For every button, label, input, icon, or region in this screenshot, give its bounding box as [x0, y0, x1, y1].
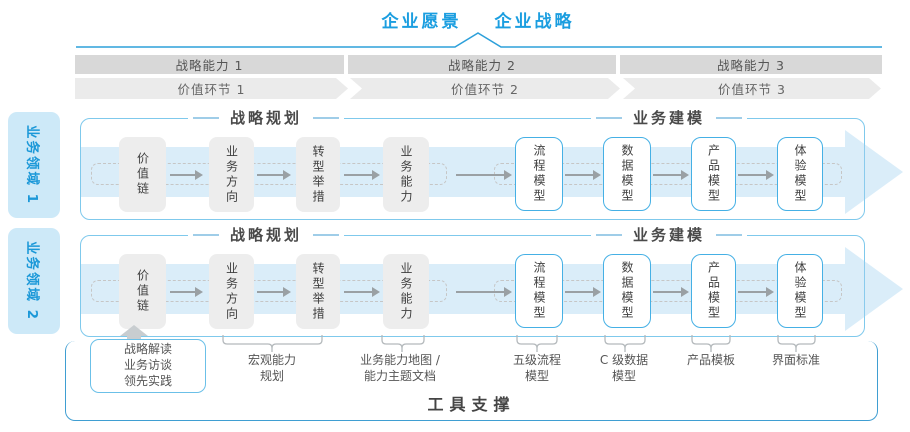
page-title: 企业愿景 企业战略 — [0, 7, 910, 32]
arrow-right-icon — [653, 287, 689, 297]
arrow-right-icon — [170, 170, 203, 180]
business-domain-2: 业务领域 2 — [8, 228, 60, 334]
domain-1-lane: 战略规划 业务建模 价值链 业务方向 转型举措 业务能力 流程模型 数据模型 产… — [80, 108, 903, 220]
title-tick-left — [595, 117, 622, 119]
box-product-model: 产品模型 — [691, 137, 736, 211]
tool-support-container: 工具支撑 — [65, 341, 878, 421]
title-tick-left — [192, 117, 219, 119]
box-value-chain: 价值链 — [119, 137, 166, 212]
planning-dashed-band — [91, 280, 447, 302]
arrow-right-icon — [257, 287, 291, 297]
capability-bar-label: 战略能力 1 — [175, 58, 244, 73]
arrow-right-icon — [456, 287, 512, 297]
box-process-model: 流程模型 — [515, 254, 563, 328]
strategy-title: 企业战略 — [494, 12, 575, 32]
section-title-planning: 战略规划 — [187, 225, 345, 245]
box-product-model: 产品模型 — [691, 254, 736, 328]
arrow-right-icon — [653, 170, 689, 180]
arrow-right-icon — [170, 287, 203, 297]
title-tick-right — [313, 234, 340, 236]
value-chain-label: 价值环节 1 — [177, 82, 246, 97]
box-data-model: 数据模型 — [603, 254, 651, 328]
box-transformation-initiatives: 转型举措 — [296, 137, 340, 212]
value-chain-segment-3: 价值环节 3 — [623, 78, 881, 99]
box-business-capability: 业务能力 — [383, 254, 429, 329]
arrow-right-icon — [344, 170, 380, 180]
box-experience-model: 体验模型 — [777, 254, 823, 328]
section-title-planning: 战略规划 — [187, 108, 345, 128]
title-tick-left — [192, 234, 219, 236]
box-business-capability: 业务能力 — [383, 137, 429, 212]
box-value-chain: 价值链 — [119, 254, 166, 329]
section-title-modeling: 业务建模 — [590, 225, 748, 245]
domain-2-lane: 战略规划 业务建模 价值链 业务方向 转型举措 业务能力 流程模型 数据模型 产… — [80, 225, 903, 337]
title-tick-right — [716, 234, 743, 236]
arrow-right-icon — [565, 170, 601, 180]
arrow-right-icon — [456, 170, 512, 180]
capability-bar-label: 战略能力 3 — [717, 58, 785, 73]
arrow-right-icon — [738, 287, 774, 297]
annotation-capability-map: 业务能力地图 / 能力主题文档 — [360, 353, 440, 384]
arrow-right-icon — [565, 287, 601, 297]
capability-bar-label: 战略能力 2 — [448, 58, 516, 73]
value-chain-segment-2: 价值环节 2 — [350, 78, 620, 99]
value-chain-label: 价值环节 3 — [718, 82, 786, 97]
box-transformation-initiatives: 转型举措 — [296, 254, 340, 329]
vision-title: 企业愿景 — [381, 12, 462, 32]
box-data-model: 数据模型 — [603, 137, 651, 211]
section-title-modeling: 业务建模 — [590, 108, 748, 128]
capability-bar-2: 战略能力 2 — [348, 55, 616, 74]
box-experience-model: 体验模型 — [777, 137, 823, 211]
arrow-right-icon — [344, 287, 380, 297]
capability-bar-1: 战略能力 1 — [75, 55, 344, 74]
tool-support-title: 工具支撑 — [427, 395, 516, 414]
annotation-product-template: 产品模板 — [686, 353, 736, 367]
practice-input-box: 战略解读 业务访谈 领先实践 — [90, 339, 206, 393]
value-chain-label: 价值环节 2 — [451, 82, 519, 97]
annotation-macro-capability: 宏观能力 规划 — [247, 353, 297, 384]
value-chain-segment-1: 价值环节 1 — [75, 78, 348, 99]
caret-up-icon — [76, 32, 882, 48]
annotation-process-model: 五级流程 模型 — [512, 353, 562, 384]
title-tick-left — [595, 234, 622, 236]
business-domain-label: 业务领域 2 — [24, 240, 40, 322]
annotation-data-model: C 级数据 模型 — [599, 353, 649, 384]
arrow-right-icon — [738, 170, 774, 180]
title-tick-right — [313, 117, 340, 119]
annotation-ui-standard: 界面标准 — [771, 353, 821, 367]
box-business-direction: 业务方向 — [209, 254, 254, 329]
capability-bar-3: 战略能力 3 — [620, 55, 882, 74]
planning-dashed-band — [91, 163, 447, 185]
box-process-model: 流程模型 — [515, 137, 563, 211]
title-tick-right — [716, 117, 743, 119]
business-domain-1: 业务领域 1 — [8, 112, 60, 218]
box-business-direction: 业务方向 — [209, 137, 254, 212]
business-domain-label: 业务领域 1 — [24, 124, 40, 206]
arrow-right-icon — [257, 170, 291, 180]
